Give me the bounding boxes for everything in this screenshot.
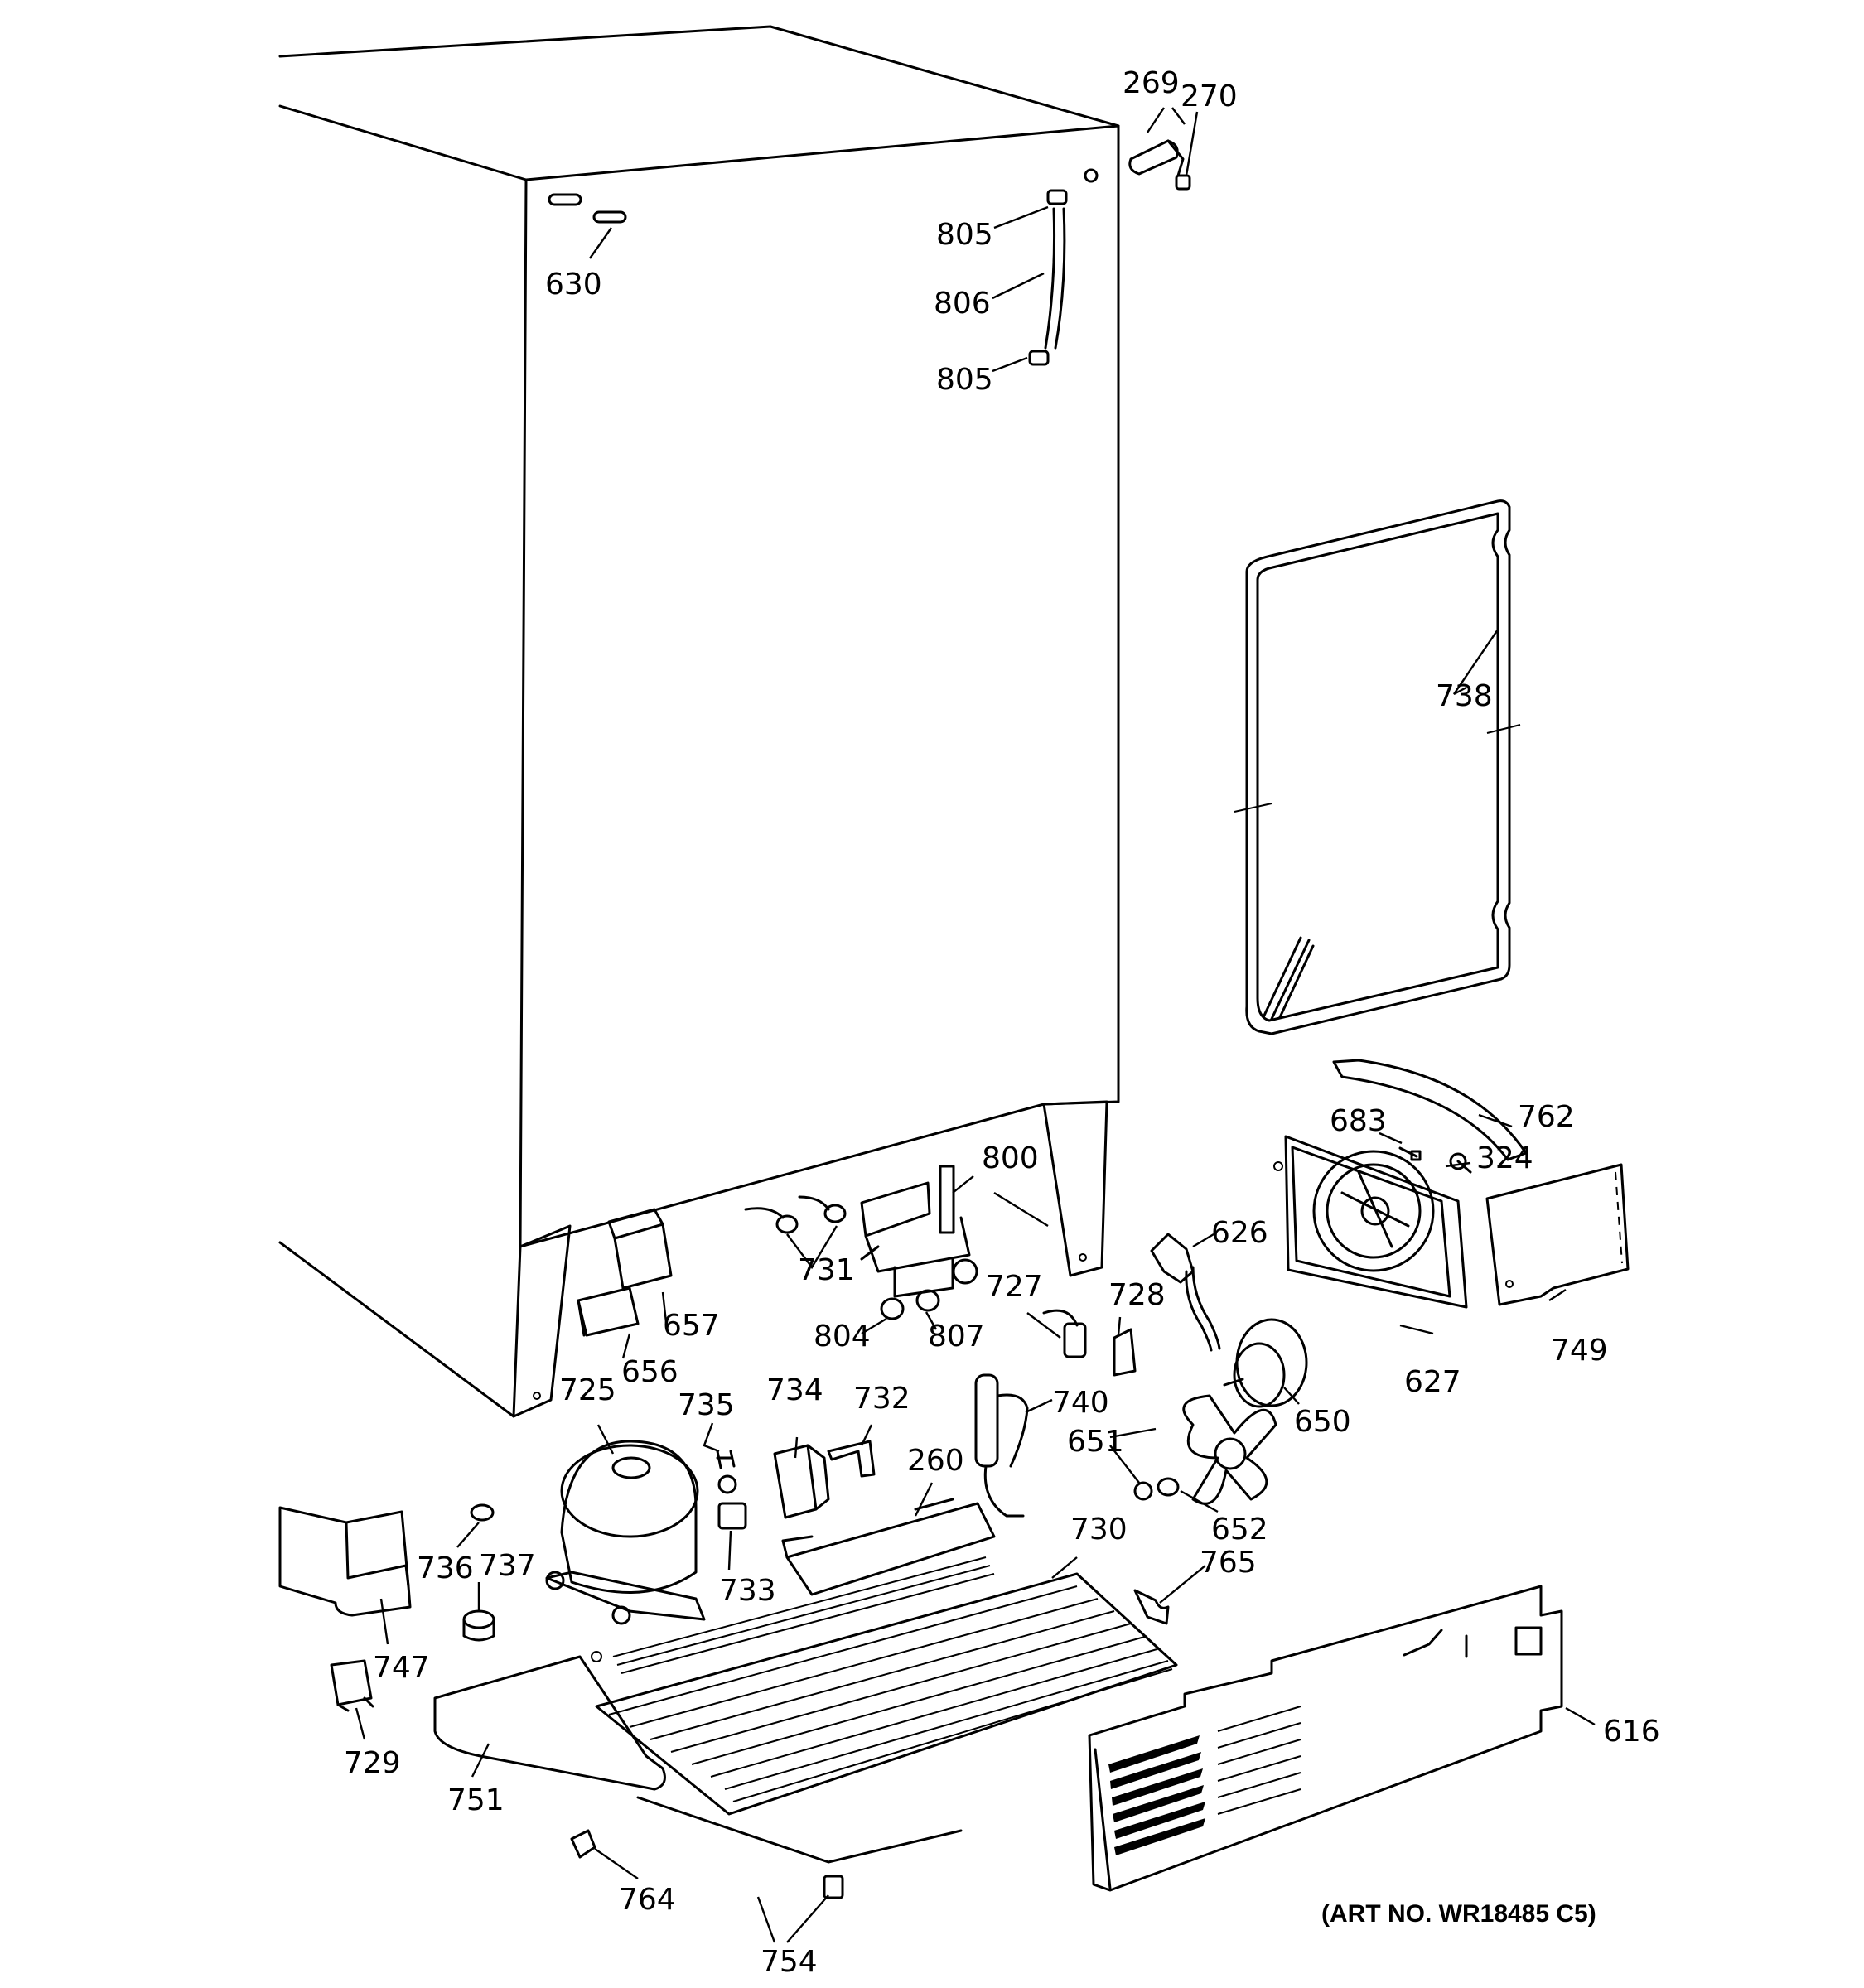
label-736: 736 (417, 1551, 474, 1585)
part-728-bracket (1113, 1328, 1137, 1377)
label-657: 657 (663, 1309, 720, 1343)
part-804-fitting (880, 1297, 905, 1320)
part-727-sensor (1042, 1309, 1087, 1358)
label-734: 734 (766, 1373, 823, 1407)
label-727: 727 (986, 1270, 1043, 1304)
part-650-fan-motor (1223, 1318, 1308, 1408)
label-740: 740 (1052, 1386, 1109, 1420)
part-734-relay (773, 1444, 830, 1519)
part-656-bracket (577, 1286, 640, 1337)
label-626: 626 (1211, 1216, 1268, 1250)
part-616-grille (1088, 1585, 1563, 1892)
part-740-dryer (974, 1373, 1029, 1518)
part-765-clip (1133, 1589, 1170, 1625)
part-627-fan-shroud (1273, 1135, 1468, 1309)
refrigerator-cabinet (278, 25, 1120, 1418)
part-733-overload (717, 1502, 747, 1530)
label-804: 804 (814, 1320, 871, 1353)
part-729-capacitor (330, 1659, 374, 1712)
part-800-water-valve (860, 1165, 978, 1298)
part-260-drain-pan (781, 1498, 996, 1596)
part-731-terminals (744, 1195, 847, 1234)
label-764: 764 (619, 1883, 676, 1917)
part-806-hose (1028, 189, 1068, 366)
part-683-screw (1398, 1146, 1422, 1161)
leader-lines (355, 107, 1596, 1943)
label-683: 683 (1330, 1104, 1387, 1138)
label-260: 260 (907, 1444, 964, 1478)
part-736-clip (470, 1503, 495, 1522)
label-730: 730 (1070, 1513, 1128, 1546)
part-730-condenser-coil (595, 1556, 1178, 1816)
part-269-hinge (1128, 139, 1191, 191)
label-805-top: 805 (936, 218, 993, 252)
part-626-cord (1150, 1233, 1221, 1352)
part-737-grommet (462, 1609, 495, 1642)
label-765: 765 (1200, 1546, 1257, 1580)
label-737: 737 (479, 1549, 536, 1583)
label-749: 749 (1551, 1334, 1608, 1368)
art-number: (ART NO. WR18485 C5) (1321, 1900, 1596, 1928)
label-735: 735 (678, 1388, 735, 1422)
part-732-clip (827, 1440, 876, 1478)
label-729: 729 (344, 1746, 401, 1780)
label-754: 754 (761, 1945, 818, 1979)
label-651: 651 (1067, 1425, 1124, 1459)
label-650: 650 (1294, 1405, 1351, 1439)
label-805-bottom: 805 (936, 363, 993, 397)
label-324: 324 (1476, 1141, 1533, 1175)
label-807: 807 (928, 1320, 985, 1353)
label-627: 627 (1404, 1365, 1461, 1399)
label-616: 616 (1603, 1715, 1660, 1749)
label-751: 751 (447, 1783, 505, 1817)
label-747: 747 (373, 1651, 430, 1685)
part-738-gasket (1234, 499, 1521, 1035)
part-749-cover (1485, 1163, 1630, 1306)
label-630: 630 (545, 268, 602, 302)
part-754-tab (823, 1875, 844, 1899)
part-324-clip (1449, 1152, 1472, 1174)
label-806: 806 (934, 287, 991, 321)
part-747-cover (278, 1506, 412, 1617)
label-725: 725 (559, 1373, 616, 1407)
label-270: 270 (1181, 80, 1238, 113)
part-725-compressor (545, 1440, 706, 1625)
label-269: 269 (1123, 66, 1180, 100)
part-762-strip (1332, 1059, 1528, 1161)
part-764-clip (570, 1829, 596, 1859)
label-733: 733 (719, 1574, 776, 1608)
label-732: 732 (853, 1382, 910, 1416)
label-762: 762 (1518, 1100, 1575, 1134)
label-656: 656 (621, 1355, 678, 1389)
label-738: 738 (1436, 679, 1493, 713)
label-728: 728 (1108, 1278, 1166, 1312)
part-807-fitting (915, 1289, 940, 1312)
base-edge (636, 1796, 963, 1864)
label-800: 800 (982, 1141, 1039, 1175)
part-651-fan-blade (1133, 1394, 1277, 1505)
part-657-bracket (607, 1208, 673, 1290)
label-731: 731 (798, 1253, 855, 1287)
part-735-grommet (716, 1450, 737, 1494)
label-652: 652 (1211, 1513, 1268, 1546)
part-labels: 269 270 630 805 806 805 738 762 683 324 … (344, 66, 1660, 1979)
part-751-base-pan (433, 1651, 666, 1791)
